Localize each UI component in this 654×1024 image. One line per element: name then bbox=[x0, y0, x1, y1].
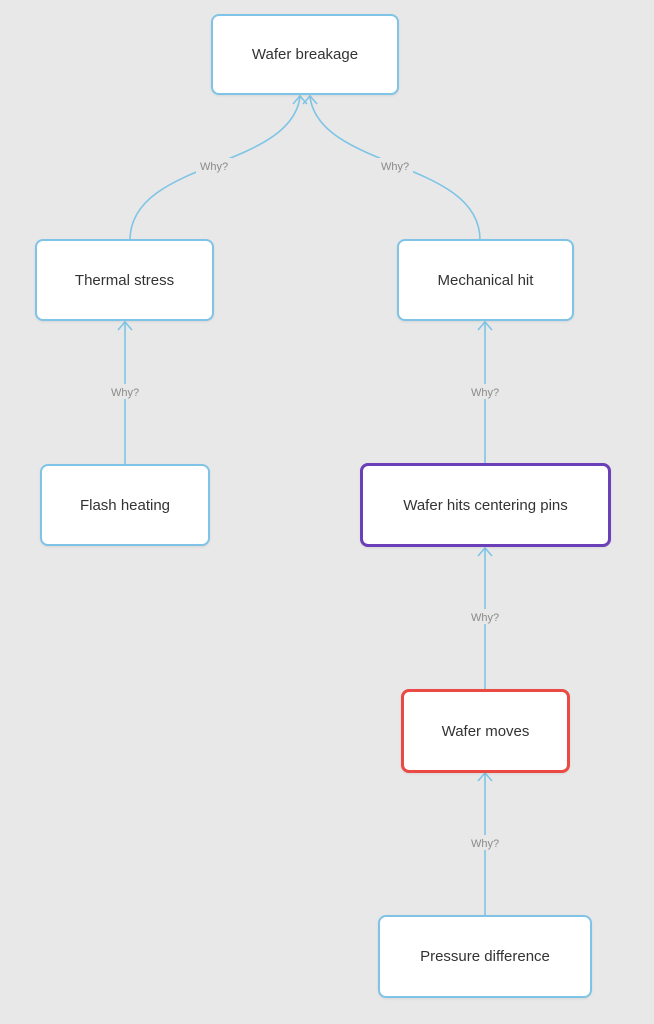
node-label: Thermal stress bbox=[74, 271, 175, 289]
edge-label-bg bbox=[377, 158, 413, 173]
edge-label-bg bbox=[467, 609, 503, 624]
node-wafer-hits-centering-pins[interactable]: Wafer hits centering pins bbox=[360, 463, 611, 547]
edge-label-bg bbox=[196, 158, 232, 173]
arrowhead-icon bbox=[117, 320, 133, 331]
edge-label: Why? bbox=[471, 387, 499, 399]
node-mechanical-hit[interactable]: Mechanical hit bbox=[397, 239, 574, 321]
node-wafer-moves[interactable]: Wafer moves bbox=[401, 689, 570, 773]
arrowhead-icon bbox=[477, 546, 493, 557]
arrowhead-icon bbox=[477, 771, 493, 782]
edge-label: Why? bbox=[381, 161, 409, 173]
node-label: Flash heating bbox=[79, 496, 171, 514]
arrowhead-icon bbox=[477, 320, 493, 331]
edge-label: Why? bbox=[471, 612, 499, 624]
edge-label-bg bbox=[107, 384, 143, 399]
edge-label: Why? bbox=[200, 161, 228, 173]
node-pressure-difference[interactable]: Pressure difference bbox=[378, 915, 592, 998]
node-label: Wafer hits centering pins bbox=[403, 496, 568, 514]
edge-label: Why? bbox=[111, 387, 139, 399]
node-label: Wafer moves bbox=[441, 722, 530, 740]
edge-label-bg bbox=[467, 835, 503, 850]
arrowhead-icon bbox=[302, 94, 318, 105]
node-label: Pressure difference bbox=[420, 948, 550, 965]
node-wafer-breakage[interactable]: Wafer breakage bbox=[211, 14, 399, 95]
edge-label-bg bbox=[467, 384, 503, 399]
node-thermal-stress[interactable]: Thermal stress bbox=[35, 239, 214, 321]
node-flash-heating[interactable]: Flash heating bbox=[40, 464, 210, 546]
node-label: Mechanical hit bbox=[437, 271, 534, 289]
node-label: Wafer breakage bbox=[251, 46, 359, 63]
edge-label: Why? bbox=[471, 838, 499, 850]
